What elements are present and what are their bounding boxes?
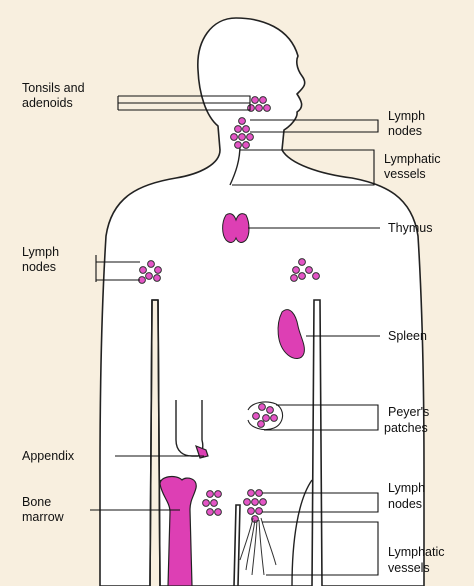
label-tonsils-line1: Tonsils and — [22, 81, 85, 95]
leader-neck-nodes — [250, 119, 379, 133]
leader-peyers — [264, 404, 379, 431]
groin-lymph-nodes-left — [243, 489, 267, 523]
neck-lymphatic-vessel — [229, 144, 241, 186]
label-bone-marrow-line1: Bone — [22, 495, 51, 509]
label-thymus: Thymus — [388, 221, 432, 235]
tonsil-nodes — [247, 96, 271, 112]
armpit-lymph-nodes-left — [138, 260, 162, 284]
hip-left — [291, 479, 313, 586]
label-neck-lymphatic-vessels-line1: Lymphatic — [384, 152, 441, 166]
bone-marrow-femur — [159, 475, 197, 586]
label-bone-marrow-line2: marrow — [22, 510, 65, 524]
label-leg-lymphatic-vessels-line2: vessels — [388, 561, 430, 575]
thymus-organ — [222, 213, 250, 243]
label-peyers-line1: Peyer's — [388, 405, 429, 419]
label-groin-lymph-nodes-line2: nodes — [388, 497, 422, 511]
leader-leg-vessels — [262, 521, 379, 576]
armpit-lymph-nodes-right — [290, 258, 320, 282]
groin-lymph-nodes-right — [202, 490, 222, 516]
right-arm-gap — [149, 299, 161, 586]
peyers-patches — [252, 403, 278, 428]
label-tonsils-line2: adenoids — [22, 96, 73, 110]
leader-lines — [90, 95, 380, 576]
label-peyers-line2: patches — [384, 421, 428, 435]
label-arm-lymph-nodes-line2: nodes — [22, 260, 56, 274]
label-groin-lymph-nodes-line1: Lymph — [388, 481, 425, 495]
label-spleen: Spleen — [388, 329, 427, 343]
label-neck-lymph-nodes-line1: Lymph — [388, 109, 425, 123]
leader-neck-vessels — [232, 149, 375, 186]
leg-divider — [233, 504, 241, 586]
left-arm-gap — [311, 299, 323, 586]
body-silhouette — [99, 17, 425, 586]
label-appendix: Appendix — [22, 449, 75, 463]
leader-tonsils — [117, 95, 251, 111]
label-arm-lymph-nodes-line1: Lymph — [22, 245, 59, 259]
peyers-intestine-outline — [247, 401, 284, 431]
appendix — [195, 444, 209, 459]
neck-lymph-nodes — [230, 117, 254, 149]
leader-groin-nodes — [262, 492, 379, 513]
label-neck-lymphatic-vessels-line2: vessels — [384, 167, 426, 181]
spleen-organ — [277, 309, 305, 359]
label-neck-lymph-nodes-line2: nodes — [388, 124, 422, 138]
leader-arm-nodes — [95, 255, 140, 282]
label-leg-lymphatic-vessels-line1: Lymphatic — [388, 545, 445, 559]
